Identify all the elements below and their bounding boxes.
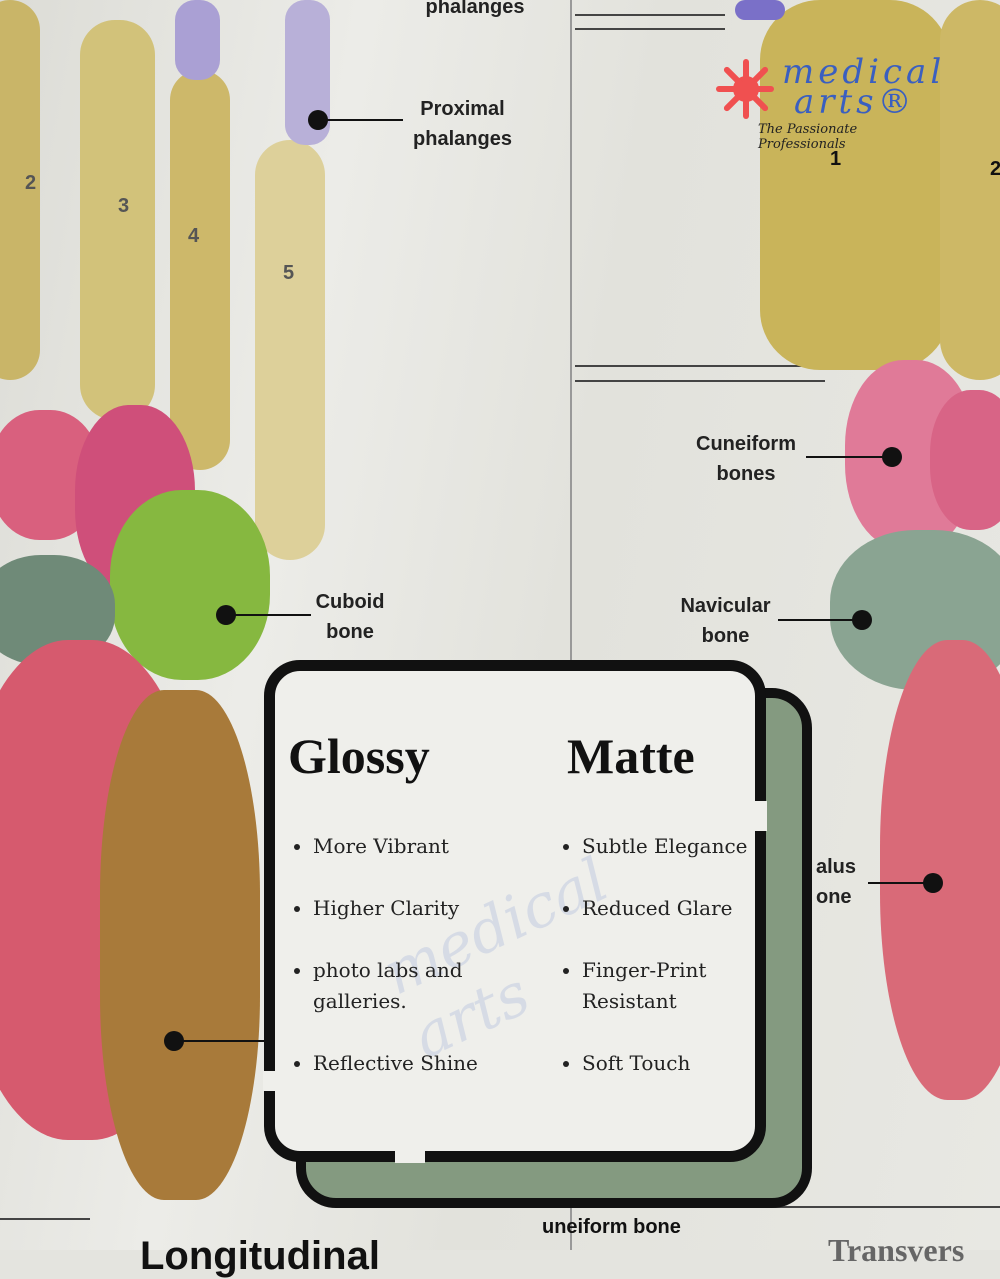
- paint-splash-icon: [716, 59, 774, 119]
- chart-line: [575, 380, 825, 382]
- label-cuneiform: Cuneiform bones: [696, 433, 796, 485]
- glossy-feature: photo labs and galleries.: [313, 955, 513, 1017]
- glossy-feature: Reflective Shine: [313, 1048, 513, 1079]
- label-cuboid: Cuboid bone: [315, 591, 385, 643]
- pointer-dot: [923, 873, 943, 893]
- phalanx-bone: [175, 0, 220, 80]
- matte-title: Matte: [567, 728, 695, 784]
- pointer-dot: [852, 610, 872, 630]
- matte-feature: Finger-Print Resistant: [582, 955, 767, 1017]
- chart-line: [0, 1218, 90, 1220]
- heading-longitudinal: Longitudinal: [140, 1234, 380, 1278]
- glossy-vs-matte-card: medical arts Glossy Matte More Vibrant H…: [263, 660, 767, 1163]
- leader-line: [226, 614, 311, 616]
- glossy-features-list: More Vibrant Higher Clarity photo labs a…: [291, 831, 513, 1110]
- toe-number: 5: [283, 262, 295, 284]
- leader-line: [778, 619, 863, 621]
- matte-feature: Subtle Elegance: [582, 831, 767, 862]
- leader-line: [176, 1040, 276, 1042]
- matte-feature: Soft Touch: [582, 1048, 767, 1079]
- talus-bone: [880, 640, 1000, 1100]
- glossy-feature: More Vibrant: [313, 831, 513, 862]
- logo-word-arts: arts®: [794, 82, 916, 122]
- label-talus: alus one: [816, 856, 857, 908]
- toe-number: 2: [25, 172, 37, 194]
- pointer-dot: [882, 447, 902, 467]
- chart-line: [575, 1206, 1000, 1208]
- metatarsal-bone: [255, 140, 325, 560]
- chart-divider: [570, 0, 572, 1250]
- label-cuneiform-bone: uneiform bone: [542, 1216, 681, 1238]
- label-proximal-phalanges: Proximal phalanges: [413, 98, 512, 150]
- metatarsal-bone: [170, 70, 230, 470]
- matte-features-list: Subtle Elegance Reduced Glare Finger-Pri…: [560, 831, 767, 1110]
- leader-line: [806, 456, 891, 458]
- logo-word-medical: medical: [782, 52, 946, 92]
- logo-tagline: The Passionate Professionals: [758, 122, 858, 152]
- chart-line: [575, 14, 725, 16]
- glossy-title: Glossy: [288, 728, 430, 784]
- metatarsal-bone: [760, 0, 950, 370]
- label-navicular: Navicular bone: [680, 595, 771, 647]
- chart-line: [575, 365, 825, 367]
- metatarsal-bone: [940, 0, 1000, 380]
- heading-transverse: Transvers: [828, 1232, 965, 1268]
- cuboid-bone: [110, 490, 270, 680]
- border-gap: [263, 1071, 277, 1091]
- border-gap: [753, 801, 767, 831]
- leader-line: [868, 882, 930, 884]
- pointer-dot: [216, 605, 236, 625]
- toe-number: 4: [188, 225, 200, 247]
- toe-number: 3: [118, 195, 130, 217]
- metatarsal-bone: [80, 20, 155, 420]
- calcaneus-bone: [100, 690, 260, 1200]
- border-gap: [395, 1149, 425, 1163]
- pointer-dot: [308, 110, 328, 130]
- glossy-feature: Higher Clarity: [313, 893, 513, 924]
- matte-feature: Reduced Glare: [582, 893, 767, 924]
- toe-number: 1: [830, 148, 842, 170]
- pointer-dot: [164, 1031, 184, 1051]
- chart-line: [575, 28, 725, 30]
- leader-line: [318, 119, 403, 121]
- toe-number: 2: [990, 158, 1000, 180]
- metatarsal-bone: [0, 0, 40, 380]
- medical-arts-logo: medical arts® The Passionate Professiona…: [716, 52, 946, 152]
- cuneiform-bone: [930, 390, 1000, 530]
- phalanx-bone: [735, 0, 785, 20]
- label-phalanges: phalanges: [425, 0, 525, 18]
